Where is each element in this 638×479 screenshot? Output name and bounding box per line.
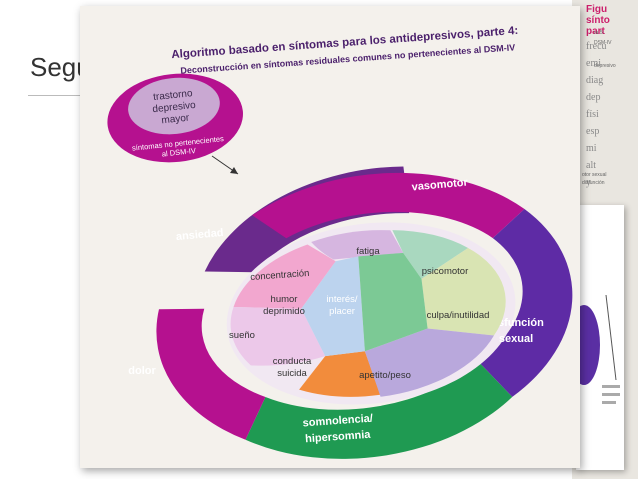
side-word-0: frecu bbox=[586, 41, 607, 52]
label-interes-1: interés/ bbox=[326, 294, 358, 305]
inner-ring bbox=[230, 230, 506, 397]
side-word-1: emi bbox=[586, 58, 601, 69]
segment-vasomotor bbox=[252, 172, 525, 239]
side-word-3: dep bbox=[586, 92, 601, 103]
label-culpa: culpa/inutilidad bbox=[427, 310, 490, 321]
side-small-4: otor sexual bbox=[582, 172, 607, 178]
side-word-6: mi bbox=[586, 143, 597, 154]
figure-photo: Algoritmo basado en síntomas para los an… bbox=[80, 6, 580, 468]
side-word-2: diag bbox=[586, 75, 604, 86]
segment-somnolencia bbox=[245, 360, 513, 459]
segment-disfuncion bbox=[477, 209, 573, 397]
side-small-1: ra 5: bbox=[594, 30, 605, 36]
label-somnolencia-2: hipersomnia bbox=[305, 429, 372, 446]
label-humor-2: deprimido bbox=[263, 306, 305, 317]
segment-culpa bbox=[421, 247, 506, 336]
label-interes-2: placer bbox=[329, 306, 355, 317]
source-node-line2: depresivo bbox=[152, 100, 197, 116]
side-page-arrow bbox=[605, 294, 617, 381]
side-page-diagram bbox=[568, 294, 620, 404]
side-small-5: disfunción bbox=[582, 180, 605, 186]
source-node-line3: mayor bbox=[161, 112, 190, 126]
side-page-text-line bbox=[602, 385, 620, 388]
label-sueno: sueño bbox=[229, 330, 255, 341]
side-label-2: sínto bbox=[586, 15, 610, 26]
side-word-5: esp bbox=[586, 126, 600, 137]
side-word-4: físi bbox=[586, 109, 599, 120]
segment-fatiga bbox=[311, 230, 404, 260]
label-apetito: apetito/peso bbox=[359, 370, 411, 381]
segment-interes bbox=[358, 252, 428, 352]
source-node-line1: trastorno bbox=[153, 88, 194, 103]
arrow-head bbox=[230, 167, 238, 174]
segment-psicomotor bbox=[392, 230, 469, 279]
segment-humor bbox=[301, 256, 365, 357]
label-dolor: dolor bbox=[128, 365, 156, 377]
side-page-text-line bbox=[602, 393, 620, 396]
segment-concentracion bbox=[233, 244, 336, 309]
slide-divider bbox=[28, 95, 88, 96]
source-node: trastorno depresivo mayor síntomas no pe… bbox=[107, 73, 243, 163]
label-conducta-1: conducta bbox=[273, 356, 312, 367]
side-small-3: depresivo bbox=[594, 63, 616, 69]
background-page-edge bbox=[568, 205, 624, 470]
side-page-text-line bbox=[602, 401, 616, 404]
label-conducta-2: suicida bbox=[277, 368, 307, 379]
label-psicomotor: psicomotor bbox=[422, 266, 468, 277]
label-vasomotor: vasomotor bbox=[411, 177, 469, 194]
segment-dolor bbox=[156, 308, 266, 440]
label-concentracion: concentración bbox=[250, 268, 310, 283]
source-node-band2: al DSM-IV bbox=[161, 146, 196, 159]
label-fatiga: fatiga bbox=[356, 246, 380, 257]
label-somnolencia-1: somnolencia/ bbox=[302, 413, 373, 430]
label-disfuncion-2: sexual bbox=[499, 333, 533, 345]
segment-apetito bbox=[364, 328, 494, 397]
side-small-2: DSM-IV bbox=[594, 40, 612, 46]
label-ansiedad: ansiedad bbox=[175, 227, 224, 243]
side-label-1: Figu bbox=[586, 4, 608, 15]
symptom-diagram: Algoritmo basado en síntomas para los an… bbox=[107, 25, 573, 459]
side-word-7: alt bbox=[586, 160, 596, 171]
side-label-3: part bbox=[586, 26, 605, 37]
segment-conducta bbox=[299, 351, 381, 397]
side-word-8: y bbox=[586, 177, 591, 188]
segment-sueno bbox=[230, 306, 326, 366]
label-humor-1: humor bbox=[271, 294, 298, 305]
source-node-inner bbox=[128, 77, 220, 135]
